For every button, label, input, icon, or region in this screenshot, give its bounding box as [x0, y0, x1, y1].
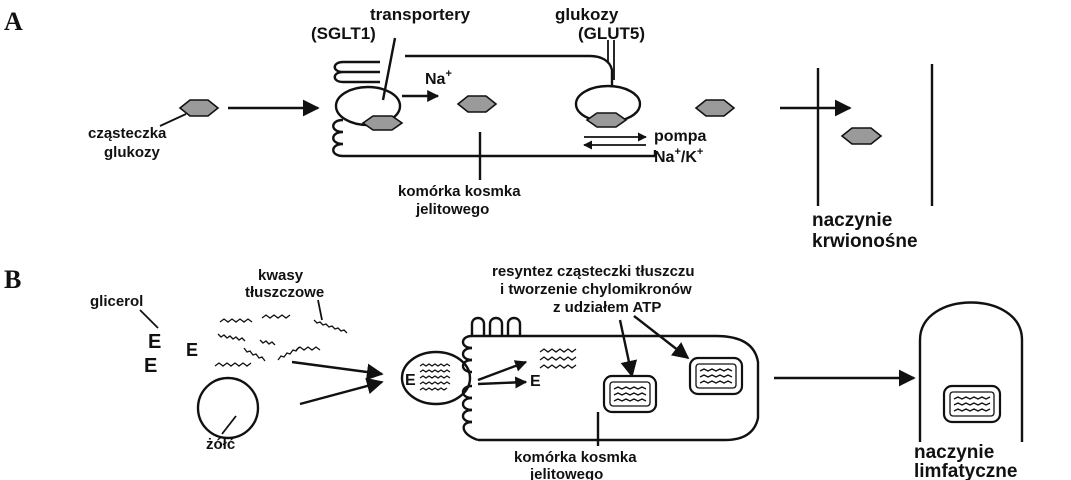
chylomicron-lymph [944, 386, 1000, 422]
glycerol-label: glicerol [90, 293, 143, 310]
panel-b: B kwasy tłuszczowe glicerol E E E żółć [4, 263, 1022, 480]
fatty-acids-label-line2: tłuszczowe [245, 284, 324, 301]
transporters-label: transportery [370, 5, 471, 24]
glycerol-pointer [140, 310, 158, 328]
resynthesis-label-line3: z udziałem ATP [553, 299, 661, 316]
blood-vessel-label-line2: krwionośne [812, 231, 918, 252]
lymph-vessel-label-line1: naczynie [914, 442, 994, 463]
arrow-bile-to-micelle [300, 382, 382, 404]
bile-droplet [198, 378, 258, 438]
blood-vessel-label-line1: naczynie [812, 210, 892, 231]
cell-label-a-line2: jelitowego [415, 201, 489, 218]
glukozy-header-label: glukozy [555, 5, 619, 24]
enterocyte-e: E [530, 373, 541, 390]
glucose-bound-glut5 [587, 113, 626, 127]
microvilli-top [335, 62, 380, 82]
panel-a: A transportery (SGLT1) glukozy (GLUT5) c… [4, 5, 932, 252]
resynthesis-label-line1: resyntez cząsteczki tłuszczu [492, 263, 695, 280]
cell-label-b-line2: jelitowego [529, 466, 603, 480]
resynthesis-label-line2: i tworzenie chylomikronów [500, 281, 692, 298]
absorbed-fatty-acids [540, 349, 576, 368]
glucose-molecule-blood [842, 128, 881, 144]
arrow-to-chylomicron-1 [620, 320, 632, 376]
molecule-label-line2: glukozy [104, 144, 160, 161]
glycerol-e-1: E [148, 331, 161, 353]
bile-label: żółć [206, 436, 235, 453]
chylomicron-1 [604, 376, 656, 412]
pump-label-line2: Na+/K+ [654, 146, 703, 166]
panel-b-letter: B [4, 265, 21, 294]
glucose-molecule-cytoplasm [458, 96, 496, 112]
cell-label-b-line1: komórka kosmka [514, 449, 637, 466]
sglt1-label: (SGLT1) [311, 24, 376, 43]
glucose-molecule-interstitial [696, 100, 734, 116]
fatty-acids-label-line1: kwasy [258, 267, 304, 284]
arrow-fatty-acids-to-micelle [292, 362, 382, 374]
arrow-micelle-to-cytoplasm-2 [478, 382, 526, 384]
glycerol-e-2: E [186, 340, 198, 360]
panel-a-letter: A [4, 7, 23, 36]
glucose-bound-sglt1 [363, 116, 402, 130]
arrow-micelle-to-cytoplasm-1 [478, 362, 526, 380]
lymph-vessel-label-line2: limfatyczne [914, 461, 1017, 480]
fatty-acids-pointer [318, 300, 322, 320]
glycerol-e-3: E [144, 355, 157, 377]
fatty-acid-chains [215, 315, 347, 366]
na-label: Na+ [425, 68, 452, 88]
micelle-e: E [405, 372, 416, 389]
chylomicron-2 [690, 358, 742, 394]
cell-label-a-line1: komórka kosmka [398, 183, 521, 200]
molecule-pointer [160, 114, 186, 126]
molecule-label-line1: cząsteczka [88, 125, 167, 142]
glut5-label: (GLUT5) [578, 24, 645, 43]
pump-label-line1: pompa [654, 128, 707, 145]
